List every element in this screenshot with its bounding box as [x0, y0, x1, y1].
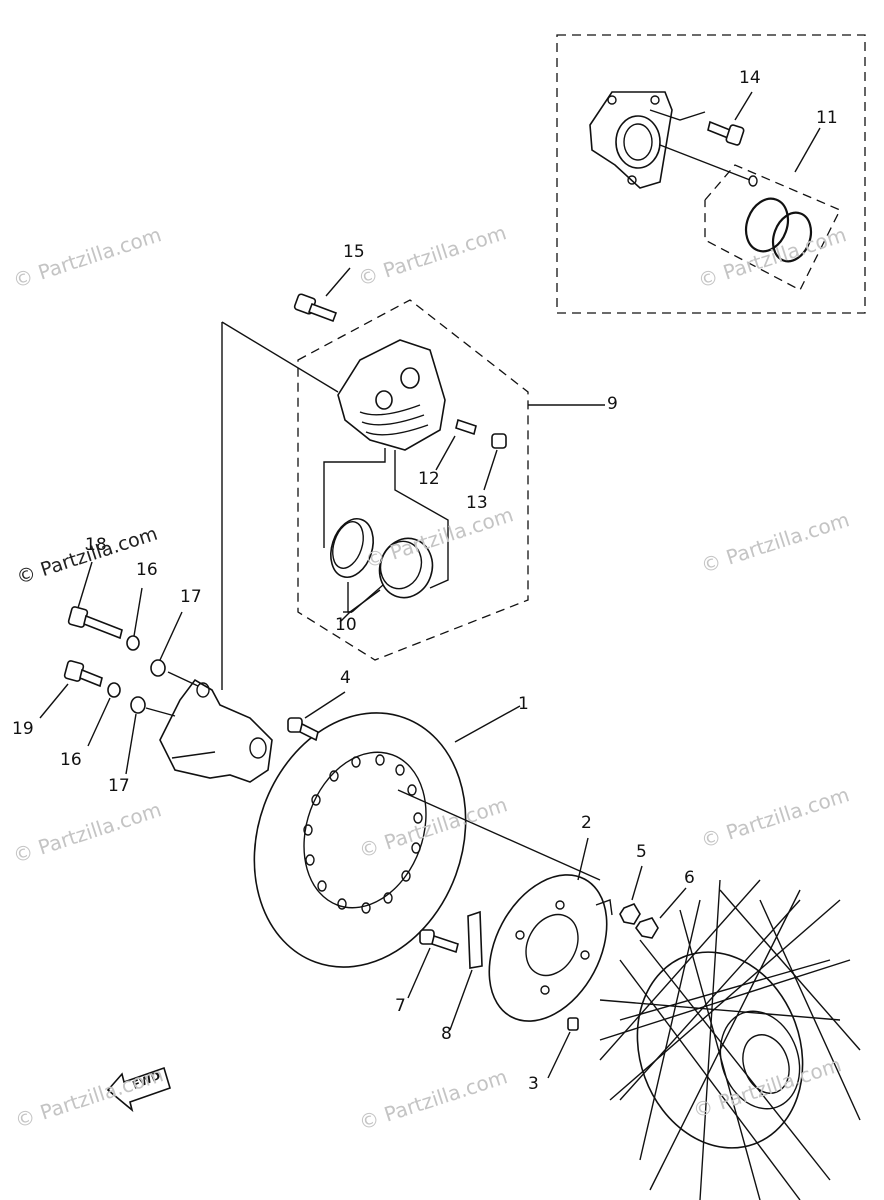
callout-13: 13 — [466, 493, 488, 513]
callout-4: 4 — [340, 668, 351, 688]
callout-17-upper: 17 — [180, 587, 202, 607]
callout-18: 18 — [85, 535, 107, 555]
nut-5 — [619, 903, 641, 925]
inset-seal-kit-11 — [704, 164, 841, 291]
callout-7: 7 — [395, 996, 406, 1016]
callout-14: 14 — [739, 68, 761, 88]
wheel-hub — [599, 879, 861, 1200]
pads-10 — [330, 518, 434, 599]
callout-16-upper: 16 — [136, 560, 158, 580]
callout-10: 10 — [335, 615, 357, 635]
washer-17b — [130, 696, 146, 714]
inset-bolt-14 — [707, 120, 745, 146]
callout-19: 19 — [12, 719, 34, 739]
cap-13 — [491, 433, 507, 449]
callout-9: 9 — [607, 394, 618, 414]
pin-3 — [567, 1017, 579, 1031]
bleeder-12 — [455, 418, 477, 436]
callout-6: 6 — [684, 868, 695, 888]
washer-16b — [107, 682, 121, 698]
callout-15: 15 — [343, 242, 365, 262]
callout-2: 2 — [581, 813, 592, 833]
callout-16-lower: 16 — [60, 750, 82, 770]
callout-1: 1 — [518, 694, 529, 714]
callout-5: 5 — [636, 842, 647, 862]
bolt-19 — [63, 660, 103, 688]
nut-6 — [635, 917, 659, 939]
callout-11: 11 — [816, 108, 838, 128]
washer-16a — [126, 635, 140, 651]
callout-3: 3 — [528, 1074, 539, 1094]
bolt-7 — [419, 929, 459, 954]
caliper-dashed-box — [297, 299, 529, 661]
fwd-arrow — [106, 1066, 171, 1113]
caliper-body — [337, 339, 446, 451]
callout-8: 8 — [441, 1024, 452, 1044]
hub-plate — [488, 874, 613, 1022]
inset-dashed-box — [556, 34, 866, 314]
inset-caliper — [589, 91, 673, 189]
callout-12: 12 — [418, 469, 440, 489]
lock-plate-8 — [467, 910, 483, 969]
washer-17a — [150, 659, 166, 677]
caliper-bracket — [159, 678, 273, 783]
bolt-18 — [67, 606, 123, 640]
bolt-4 — [287, 717, 319, 742]
callout-17-lower: 17 — [108, 776, 130, 796]
brake-disc — [253, 712, 467, 968]
bolt-15 — [293, 293, 338, 323]
